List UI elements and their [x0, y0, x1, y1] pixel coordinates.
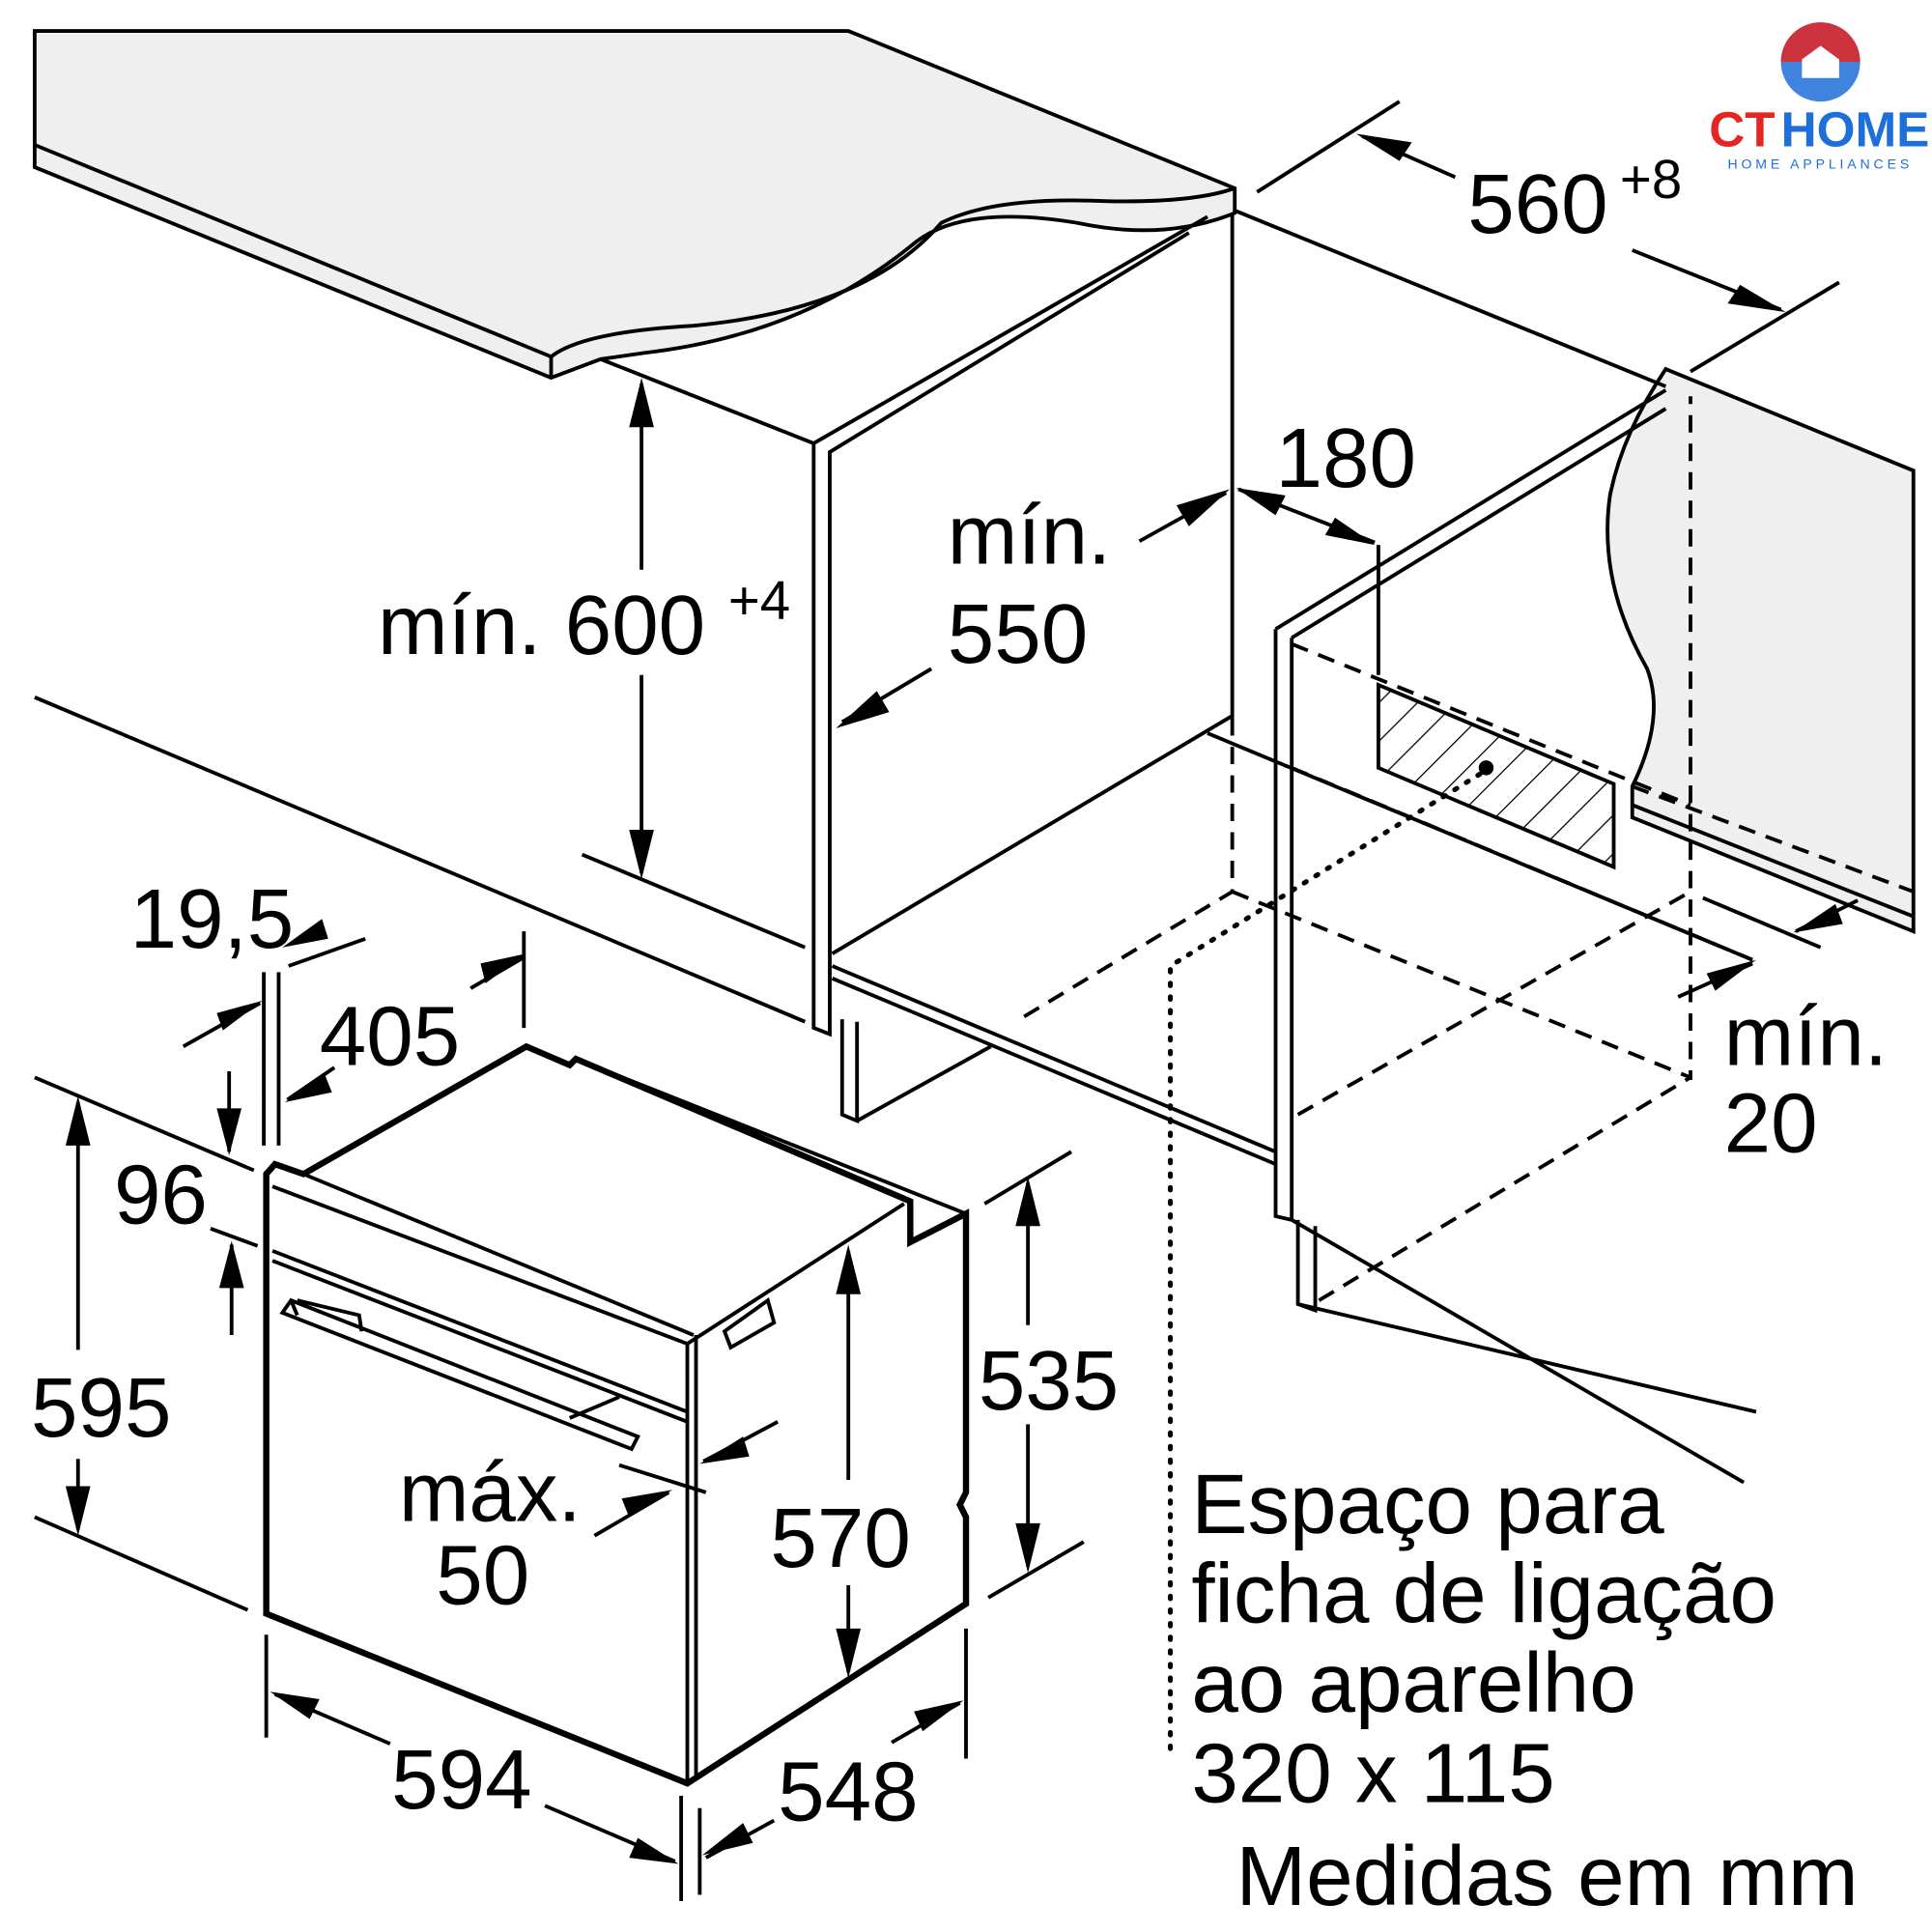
- oven-handle: [279, 1297, 640, 1452]
- dim-rear-gap-label: mín.: [1724, 990, 1889, 1084]
- dim-oven-depth: 548: [778, 1746, 918, 1839]
- right-worktop: [1605, 366, 1916, 934]
- arrowheads: [65, 133, 1843, 1864]
- note-line-3: ao aparelho: [1191, 1636, 1635, 1730]
- left-cabinet: [600, 214, 1208, 1037]
- floor-line: [34, 696, 807, 1024]
- dim-inner-height: 570: [770, 1492, 910, 1585]
- svg-text:CT: CT: [1709, 101, 1775, 156]
- oven-side-latch: [722, 1296, 777, 1350]
- dim-depth-value: 550: [948, 587, 1088, 681]
- svg-text:HOME: HOME: [1781, 101, 1930, 156]
- dim-depth-label: mín.: [948, 488, 1112, 582]
- dim-niche-width-tol: +8: [1620, 149, 1682, 210]
- dim-top-strip: 96: [114, 1149, 208, 1242]
- note-line-4: 320 x 115: [1191, 1726, 1554, 1820]
- dim-niche-width: 560: [1467, 157, 1607, 251]
- dim-rear-gap-value: 20: [1724, 1076, 1818, 1170]
- svg-text:HOME APPLIANCES: HOME APPLIANCES: [1727, 156, 1913, 171]
- socket-area: [1377, 682, 1616, 870]
- dotted-leader: [1167, 771, 1483, 1762]
- cthome-logo: CT HOME HOME APPLIANCES: [1709, 22, 1929, 171]
- oven-details: [271, 1057, 967, 1784]
- worktop: [32, 29, 1237, 381]
- socket-dot: [1478, 760, 1494, 776]
- dim-panel-thickness: 19,5: [130, 872, 295, 966]
- note-line-2: ficha de ligação: [1191, 1547, 1776, 1640]
- dim-oven-width: 594: [391, 1733, 531, 1827]
- dim-handle-depth: 405: [320, 990, 460, 1084]
- dim-niche-height-tol: +4: [728, 570, 790, 631]
- dim-niche-height: mín. 600: [378, 579, 705, 672]
- note-line-1: Espaço para: [1191, 1458, 1664, 1551]
- right-cabinet: [1273, 388, 1757, 1485]
- hidden-lines: [1014, 396, 1915, 1302]
- cabinet-floor: [831, 714, 1277, 1166]
- dim-max-label: máx.: [399, 1445, 582, 1539]
- oven-body: [263, 1042, 970, 1787]
- floor-line-2: [581, 852, 807, 950]
- worktop-edge: [34, 143, 1236, 379]
- dim-side-height: 535: [979, 1334, 1119, 1428]
- dim-max-value: 50: [436, 1528, 529, 1622]
- dim-socket-offset: 180: [1276, 412, 1416, 505]
- dim-oven-height: 595: [31, 1361, 171, 1455]
- niche-top-back: [1234, 209, 1667, 388]
- units-note: Medidas em mm: [1236, 1830, 1858, 1923]
